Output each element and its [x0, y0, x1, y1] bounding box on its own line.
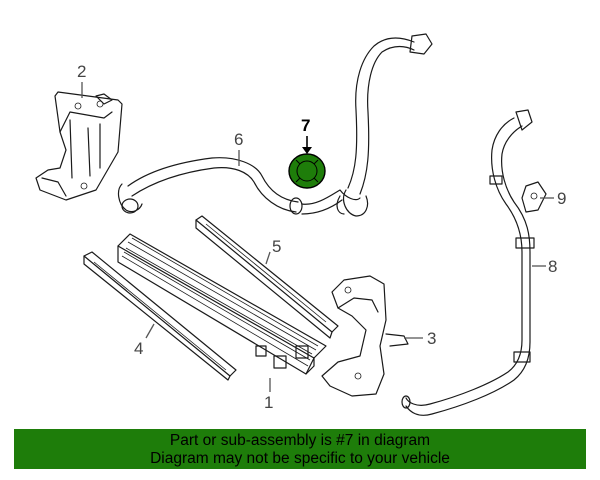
part-4-strip — [83, 251, 237, 381]
part-8-line — [401, 109, 535, 416]
part-7-cap-highlighted — [288, 153, 326, 189]
part-1-oil-cooler — [117, 233, 327, 375]
cooler-line-upper — [336, 33, 433, 217]
callout-1: 1 — [264, 393, 273, 412]
callout-9: 9 — [557, 189, 566, 208]
part-6-hose — [117, 157, 361, 215]
banner-line-1: Part or sub-assembly is #7 in diagram — [169, 432, 431, 449]
part-3-bracket — [321, 275, 409, 397]
part-5-strip — [195, 215, 339, 339]
callout-6: 6 — [234, 130, 243, 149]
callout-7: 7 — [301, 116, 310, 135]
info-banner: Part or sub-assembly is #7 in diagram Di… — [14, 429, 586, 469]
part-9-clip — [521, 181, 547, 213]
callout-5: 5 — [272, 237, 281, 256]
callout-8: 8 — [548, 257, 557, 276]
callout-3: 3 — [427, 329, 436, 348]
banner-line-2: Diagram may not be specific to your vehi… — [150, 450, 450, 467]
callout-4: 4 — [134, 339, 143, 358]
callout-2: 2 — [77, 62, 86, 81]
part-2-bracket — [35, 91, 123, 201]
